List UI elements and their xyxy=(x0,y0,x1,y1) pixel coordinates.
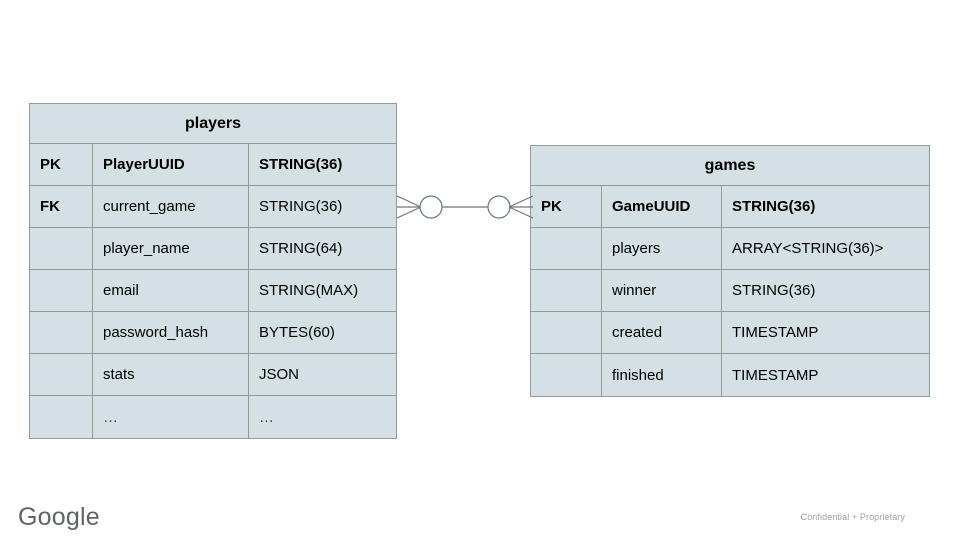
row-field-name: … xyxy=(93,396,249,438)
row-field-name: player_name xyxy=(93,228,249,269)
table-row[interactable]: finished TIMESTAMP xyxy=(531,354,929,396)
table-row[interactable]: created TIMESTAMP xyxy=(531,312,929,354)
row-key-badge xyxy=(30,270,93,311)
row-field-name: finished xyxy=(602,354,722,396)
row-key-badge xyxy=(30,354,93,395)
row-key-badge xyxy=(531,312,602,353)
row-field-type: BYTES(60) xyxy=(259,324,335,341)
entity-title-games: games xyxy=(531,146,929,186)
row-field-name: email xyxy=(93,270,249,311)
row-field-name: password_hash xyxy=(93,312,249,353)
row-key-badge: PK xyxy=(531,186,602,227)
entity-title-players: players xyxy=(30,104,396,144)
row-key-badge xyxy=(30,228,93,269)
table-row[interactable]: PK PlayerUUID STRING(36) xyxy=(30,144,396,186)
crowsfoot-right-upper-prong xyxy=(508,195,534,208)
row-field-type: STRING(36) xyxy=(259,198,343,215)
row-field-name: current_game xyxy=(93,186,249,227)
cardinality-circle-left xyxy=(419,195,443,219)
table-row[interactable]: winner STRING(36) xyxy=(531,270,929,312)
row-key-badge: PK xyxy=(30,144,93,185)
row-field-name: GameUUID xyxy=(602,186,722,227)
row-field-type: TIMESTAMP xyxy=(732,324,819,341)
crowsfoot-left-lower-prong xyxy=(396,206,422,219)
table-row[interactable]: players ARRAY<STRING(36)> xyxy=(531,228,929,270)
table-row[interactable]: PK GameUUID STRING(36) xyxy=(531,186,929,228)
table-row[interactable]: … … xyxy=(30,396,396,438)
row-key-badge xyxy=(531,228,602,269)
row-field-type: STRING(36) xyxy=(259,156,343,173)
confidentiality-note: Confidential + Proprietary xyxy=(800,512,905,522)
row-field-type: … xyxy=(259,408,274,426)
crowsfoot-right-lower-prong xyxy=(508,206,534,219)
row-field-type: STRING(64) xyxy=(259,240,343,257)
entity-table-games[interactable]: games PK GameUUID STRING(36) players ARR… xyxy=(530,145,930,397)
row-field-type: STRING(36) xyxy=(732,282,816,299)
row-field-type: STRING(36) xyxy=(732,198,816,215)
entity-table-players[interactable]: players PK PlayerUUID STRING(36) FK curr… xyxy=(29,103,397,439)
table-row[interactable]: stats JSON xyxy=(30,354,396,396)
row-field-type: TIMESTAMP xyxy=(732,366,819,384)
relationship-connector-players-games[interactable] xyxy=(390,178,540,236)
cardinality-circle-right xyxy=(487,195,511,219)
row-key-badge: FK xyxy=(30,186,93,227)
table-row[interactable]: player_name STRING(64) xyxy=(30,228,396,270)
crowsfoot-left-upper-prong xyxy=(396,195,422,208)
row-field-name: players xyxy=(602,228,722,269)
row-key-badge xyxy=(531,270,602,311)
row-field-name: stats xyxy=(93,354,249,395)
row-key-badge xyxy=(30,396,93,438)
table-row[interactable]: FK current_game STRING(36) xyxy=(30,186,396,228)
table-row[interactable]: email STRING(MAX) xyxy=(30,270,396,312)
row-key-badge xyxy=(531,354,602,396)
row-field-type: STRING(MAX) xyxy=(259,282,359,299)
table-row[interactable]: password_hash BYTES(60) xyxy=(30,312,396,354)
row-key-badge xyxy=(30,312,93,353)
row-field-name: PlayerUUID xyxy=(93,144,249,185)
row-field-type: ARRAY<STRING(36)> xyxy=(732,240,884,257)
row-field-name: created xyxy=(602,312,722,353)
row-field-type: JSON xyxy=(259,366,300,383)
google-logo: Google xyxy=(18,503,100,531)
row-field-name: winner xyxy=(602,270,722,311)
